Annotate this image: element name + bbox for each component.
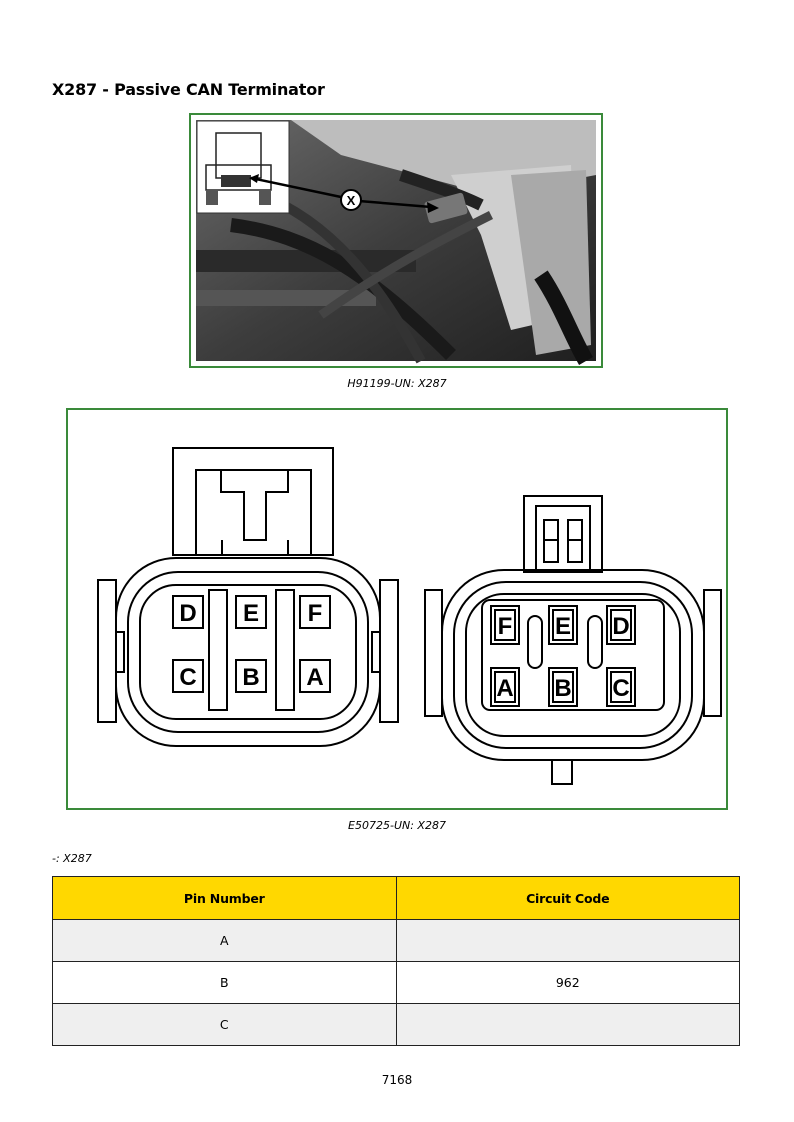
table-legend: -: X287 (52, 852, 92, 865)
header-pin-number: Pin Number (52, 876, 397, 920)
pin-cell: A (52, 919, 397, 962)
header-circuit-code: Circuit Code (395, 876, 740, 920)
left-pin-c: C (179, 664, 196, 691)
left-pin-d: D (179, 600, 196, 627)
pin-table: Pin Number Circuit Code A B 962 C (52, 876, 740, 1046)
left-pin-e: E (243, 600, 259, 627)
location-photo: X (189, 113, 603, 368)
code-cell (395, 919, 740, 962)
left-pin-a: A (306, 664, 323, 691)
diagram-caption: E50725-UN: X287 (348, 819, 446, 832)
left-pin-f: F (308, 600, 323, 627)
connector-right (424, 495, 722, 785)
photo-caption: H91199-UN: X287 (347, 377, 447, 390)
right-pin-c: C (612, 675, 629, 702)
callout-label: X (347, 193, 356, 208)
right-pin-b: B (554, 675, 571, 702)
left-pin-b: B (242, 664, 259, 691)
right-pin-f: F (498, 613, 513, 640)
table-row: A (52, 919, 740, 962)
connector-left (97, 447, 399, 747)
page-number: 7168 (381, 1073, 413, 1087)
table-header-row: Pin Number Circuit Code (52, 876, 740, 920)
code-cell: 962 (395, 961, 740, 1004)
code-cell (395, 1003, 740, 1046)
connector-diagram: D E F C B A (66, 408, 728, 810)
right-pin-e: E (555, 613, 571, 640)
callout-circle (340, 189, 362, 211)
right-pin-a: A (496, 675, 513, 702)
machine-photo: X (196, 120, 596, 365)
right-pin-d: D (612, 613, 629, 640)
table-row: C (52, 1003, 740, 1046)
pin-cell: C (52, 1003, 397, 1046)
table-row: B 962 (52, 961, 740, 1004)
page-title: X287 - Passive CAN Terminator (52, 80, 325, 99)
pin-cell: B (52, 961, 397, 1004)
